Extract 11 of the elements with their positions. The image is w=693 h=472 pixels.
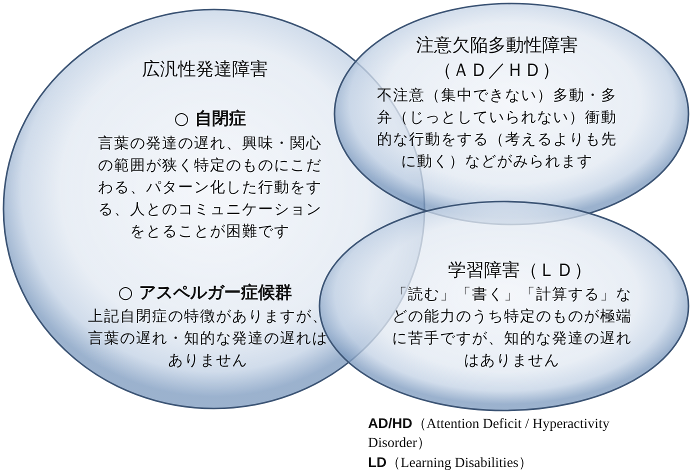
footnote: LD（Learning Disabilities） xyxy=(368,453,534,472)
description: 上記自閉症の特徴がありますが、言葉の遅れ・知的な発達の遅れはありません xyxy=(87,306,329,371)
subheading: ○ アスペルガー症候群 xyxy=(117,282,293,304)
heading: 学習障害（ＬＤ） xyxy=(447,259,593,283)
footnote: AD/HD（Attention Deficit / Hyperactivity Disorder） xyxy=(368,414,610,453)
description: 不注意（集中できない）多動・多弁（じっとしていられない）衝動的な行動をする（考えるよりも先に動く）などがみられます xyxy=(376,85,618,172)
description: 「読む」「書く」「計算する」などの能力のうち特定のものが極端に苦手ですが、知的な発達の遅れはありません xyxy=(391,284,633,371)
heading: 注意欠陥多動性障害（ＡＤ／ＨＤ） xyxy=(415,34,579,83)
heading: 広汎性発達障害 xyxy=(141,58,269,82)
description: 言葉の発達の遅れ、興味・関心の範囲が狭く特定のものにこだわる、パターン化した行動をする、人とのコミュニケーションをとることが困難です xyxy=(97,133,323,242)
subheading: ○ 自閉症 xyxy=(173,108,247,130)
